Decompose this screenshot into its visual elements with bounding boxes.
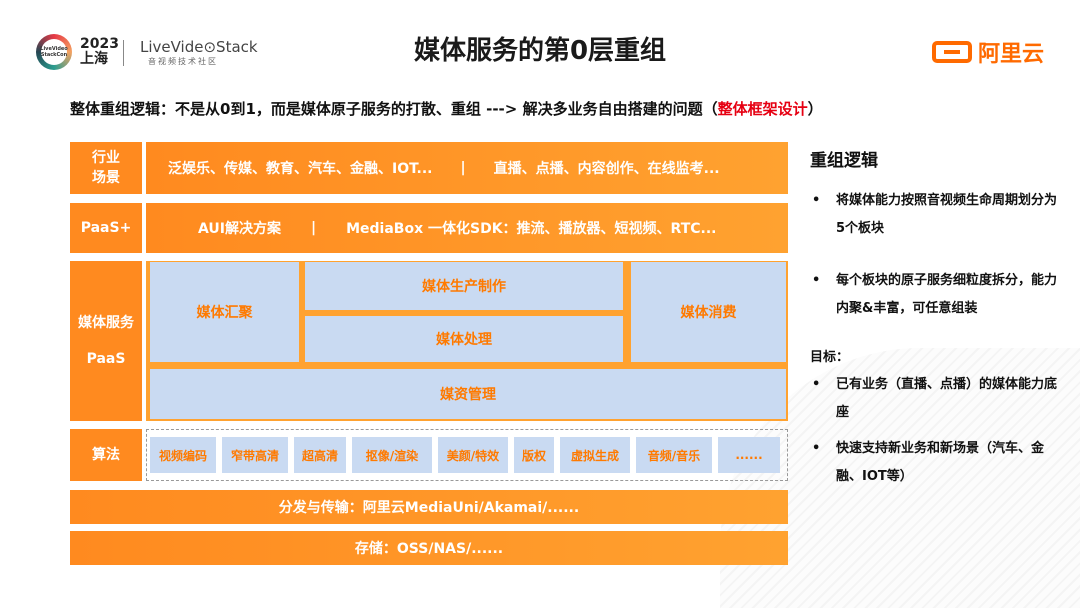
algo-item: 视频编码 (150, 437, 216, 473)
paas-plus-right: MediaBox 一体化SDK：推流、播放器、短视频、RTC... (346, 221, 717, 237)
algo-item: 音频/音乐 (636, 437, 712, 473)
year-text: 2023 (80, 36, 119, 52)
media-asset: 媒资管理 (150, 369, 786, 419)
slide-title: 媒体服务的第0层重组 (413, 36, 667, 66)
subtitle-main: 整体重组逻辑：不是从0到1，而是媒体原子服务的打散、重组 ---> 解决多业务自… (70, 100, 718, 118)
industry-sep: | (460, 160, 466, 176)
industry-right: 直播、点播、内容创作、在线监考... (493, 161, 720, 177)
media-consume: 媒体消费 (631, 262, 786, 362)
conference-logo-icon: LiveVideo StackCon (36, 34, 72, 70)
header: LiveVideo StackCon 2023 上海 LiveVide⊙Stac… (0, 0, 1080, 100)
industry-bar: 泛娱乐、传媒、教育、汽车、金融、IOT... | 直播、点播、内容创作、在线监考… (146, 142, 788, 194)
algo-item: ...... (718, 437, 780, 473)
algo-item: 窄带高清 (222, 437, 288, 473)
goal-bullet-2: 快速支持新业务和新场景（汽车、金融、IOT等） (810, 435, 1060, 491)
brand-logo: LiveVide⊙Stack (140, 38, 258, 56)
algo-item: 美颜/特效 (438, 437, 508, 473)
algo-container (146, 429, 788, 481)
industry-label-line1: 行业 (92, 150, 120, 166)
right-bullet-1: 将媒体能力按照音视频生命周期划分为5个板块 (810, 187, 1060, 243)
industry-left: 泛娱乐、传媒、教育、汽车、金融、IOT... (168, 161, 433, 177)
aliyun-text: 阿里云 (977, 42, 1044, 67)
storage-bar: 存储：OSS/NAS/...... (70, 531, 788, 565)
aliyun-mark-icon (931, 41, 972, 63)
paas-plus-left: AUI解决方案 (198, 221, 281, 237)
algo-label: 算法 (70, 429, 142, 481)
algo-item: 超高清 (294, 437, 346, 473)
right-bullet-2: 每个板块的原子服务细粒度拆分，能力内聚&丰富，可任意组装 (810, 267, 1060, 323)
conference-logo-text: LiveVideo StackCon (40, 39, 68, 65)
logo-divider (123, 40, 124, 66)
media-gather: 媒体汇聚 (150, 262, 299, 362)
paas-plus-label: PaaS+ (70, 203, 142, 253)
subtitle-end: ） (807, 100, 823, 118)
industry-label: 行业 场景 (70, 142, 142, 194)
algo-item: 抠像/渲染 (352, 437, 432, 473)
paas-plus-sep: | (310, 220, 317, 236)
media-produce: 媒体生产制作 (305, 262, 623, 310)
industry-label-line2: 场景 (92, 170, 120, 186)
brand-subtitle: 音视频技术社区 (148, 57, 218, 66)
algo-item: 虚拟生成 (560, 437, 630, 473)
media-service-label: 媒体服务 PaaS (70, 261, 142, 421)
right-panel: 重组逻辑 将媒体能力按照音视频生命周期划分为5个板块 每个板块的原子服务细粒度拆… (810, 146, 1060, 499)
media-label-line1: 媒体服务 (78, 315, 134, 331)
year-city: 2023 上海 (80, 37, 119, 67)
algo-item: 版权 (514, 437, 554, 473)
city-text: 上海 (80, 51, 108, 67)
paas-plus-bar: AUI解决方案 | MediaBox 一体化SDK：推流、播放器、短视频、RTC… (146, 203, 788, 253)
media-process: 媒体处理 (305, 316, 623, 362)
goal-title: 目标： (810, 350, 850, 365)
subtitle-highlight: 整体框架设计 (717, 100, 808, 118)
aliyun-logo: 阿里云 (931, 36, 1044, 68)
right-heading: 重组逻辑 (810, 151, 878, 171)
media-label-line2: PaaS (86, 351, 126, 367)
distribution-bar: 分发与传输：阿里云MediaUni/Akamai/...... (70, 490, 788, 524)
subtitle: 整体重组逻辑：不是从0到1，而是媒体原子服务的打散、重组 ---> 解决多业务自… (70, 98, 823, 119)
goal-bullet-1: 已有业务（直播、点播）的媒体能力底座 (810, 371, 1060, 427)
